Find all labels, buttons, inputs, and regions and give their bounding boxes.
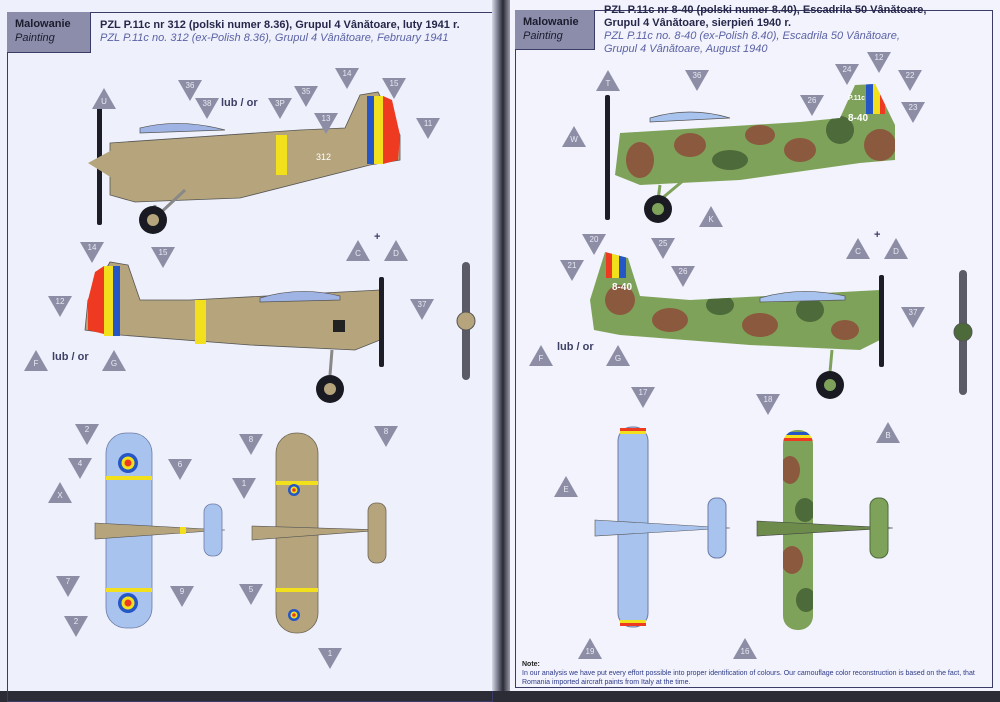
plus-sign: + [874, 229, 881, 241]
scheme-header: PZL P.11c nr 8-40 (polski numer 8.40), E… [604, 4, 926, 56]
scheme-title-pl: PZL P.11c nr 312 (polski numer 8.36), Gr… [100, 19, 460, 31]
scheme-title-pl-1: PZL P.11c nr 8-40 (polski numer 8.40), E… [604, 4, 927, 16]
note-text: In our analysis we have put every effort… [522, 670, 975, 686]
scheme-title-en-2: Grupul 4 Vânătoare, August 1940 [604, 43, 768, 55]
tab-label-en: Painting [523, 30, 563, 42]
scheme-header: PZL P.11c nr 312 (polski numer 8.36), Gr… [100, 19, 460, 45]
or-label: lub / or [557, 341, 594, 353]
page-frame [515, 10, 993, 688]
scheme-title-en-1: PZL P.11c no. 8-40 (ex-Polish 8.40), Esc… [604, 30, 900, 42]
fuselage-number: 8-40 [848, 113, 868, 124]
side-view-camouflage-right [590, 252, 880, 350]
note-title: Note: [522, 661, 540, 668]
upper-surface-plan-view [94, 432, 226, 629]
right-instruction-page: Malowanie Painting PZL P.11c nr 8-40 (po… [510, 0, 1000, 691]
painting-tab: Malowanie Painting [515, 10, 595, 50]
colour-note: Note: In our analysis we have put every … [522, 660, 992, 687]
plus-sign: + [374, 231, 381, 243]
tab-label-en: Painting [15, 32, 55, 44]
or-label: lub / or [221, 97, 258, 109]
scheme-title-pl-2: Grupul 4 Vânătoare, sierpień 1940 r. [604, 17, 792, 29]
fuselage-number: 312 [316, 152, 331, 162]
upper-surface-plan-view-camo [756, 430, 894, 630]
left-instruction-page: Malowanie Painting PZL P.11c nr 312 (pol… [0, 0, 497, 702]
painting-tab: Malowanie Painting [7, 12, 91, 53]
scheme-title-en: PZL P.11c no. 312 (ex-Polish 8.36), Grup… [100, 32, 449, 44]
side-view-right-profile [84, 261, 476, 403]
page-gutter [492, 0, 512, 691]
side-view-left-profile: 312 [88, 91, 401, 234]
tab-label-pl: Malowanie [523, 16, 579, 28]
tab-label-pl: Malowanie [15, 18, 71, 30]
fuselage-number-2: 8-40 [612, 282, 632, 293]
lower-surface-plan-view [251, 432, 387, 634]
aircraft-drawings-left: 312 [84, 91, 476, 634]
or-label: lub / or [52, 351, 89, 363]
lower-surface-plan-view-blue [594, 426, 731, 628]
tail-code: P.11c [848, 95, 865, 102]
